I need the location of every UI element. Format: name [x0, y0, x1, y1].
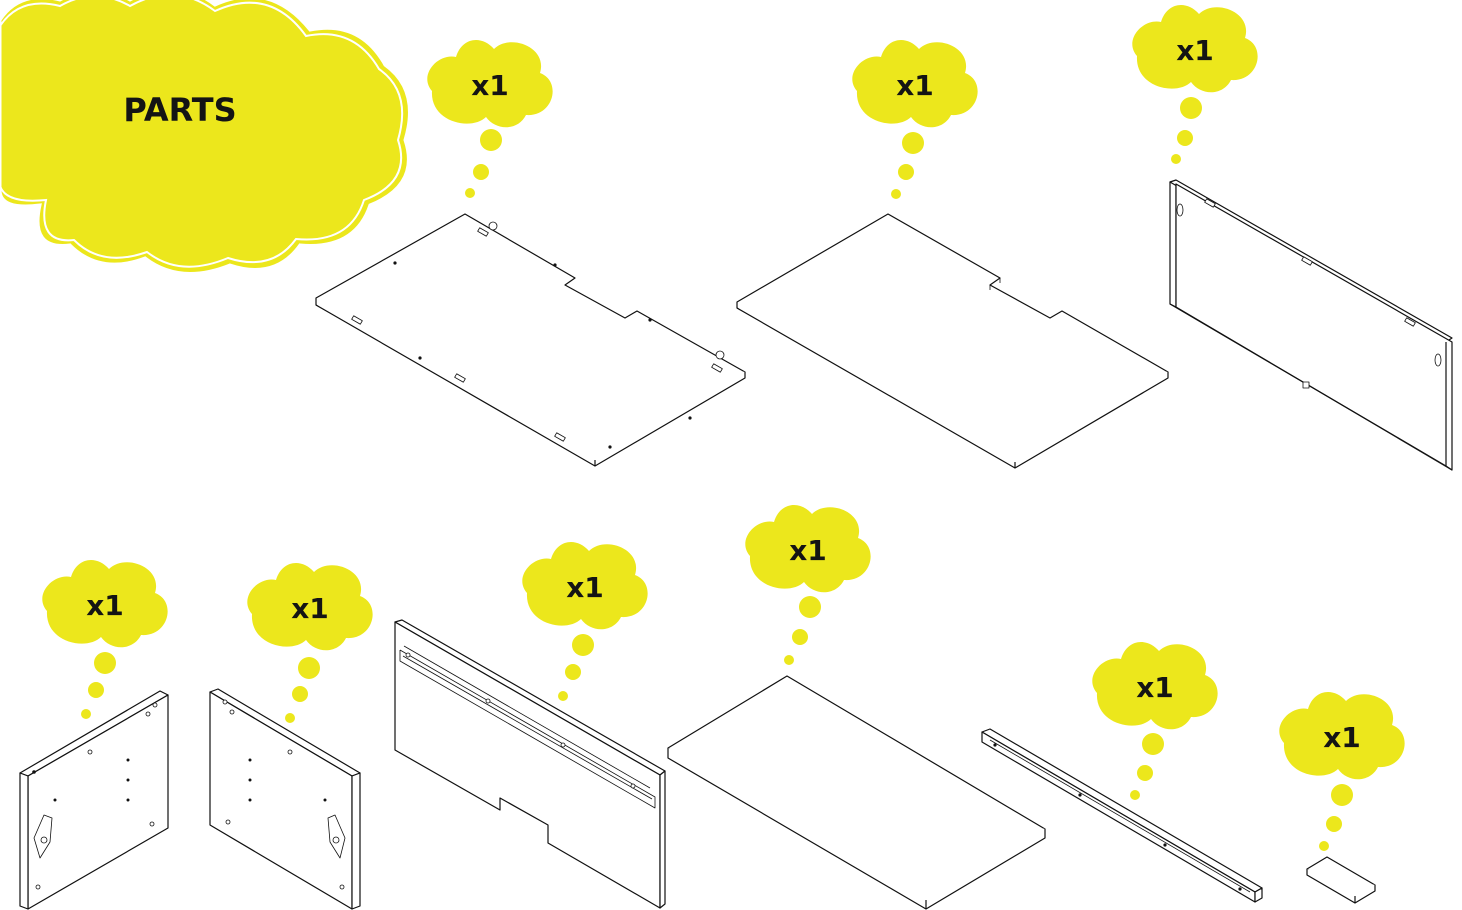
quantity-bubble-back-panel: x1	[1132, 4, 1258, 164]
thought-dot	[572, 634, 594, 656]
part-shelf-panel	[667, 675, 1046, 910]
part-front-rail-panel	[394, 619, 666, 909]
thought-dot	[1177, 130, 1193, 146]
thought-dot	[799, 596, 821, 618]
thought-dot	[473, 164, 489, 180]
thought-dot	[465, 188, 475, 198]
thought-dot	[898, 164, 914, 180]
quantity-label: x1	[86, 589, 124, 622]
quantity-bubble-top-panel-plain: x1	[852, 39, 978, 199]
thought-dot	[1142, 733, 1164, 755]
part-back-panel	[1169, 179, 1453, 471]
thought-dot	[792, 629, 808, 645]
thought-dot	[1137, 765, 1153, 781]
quantity-label: x1	[789, 534, 827, 567]
part-top-panel-drilled	[315, 213, 746, 467]
thought-cloud	[522, 541, 648, 630]
thought-dot	[784, 655, 794, 665]
quantity-label: x1	[1323, 721, 1361, 754]
thought-dot	[94, 652, 116, 674]
quantity-bubble-side-panel-left: x1	[42, 559, 168, 719]
parts-title-cloud: PARTS	[0, 0, 411, 275]
thought-cloud	[427, 39, 553, 128]
thought-cloud	[745, 504, 871, 593]
thought-dot	[1130, 790, 1140, 800]
quantity-bubble-rail-bar: x1	[1092, 641, 1218, 800]
thought-dot	[1171, 154, 1181, 164]
thought-dot	[891, 189, 901, 199]
thought-dot	[88, 682, 104, 698]
thought-dot	[1326, 816, 1342, 832]
parts-title: PARTS	[123, 91, 236, 129]
thought-cloud	[42, 559, 168, 648]
part-side-panel-left	[19, 690, 169, 910]
thought-dot	[1319, 841, 1329, 851]
thought-cloud	[852, 39, 978, 128]
quantity-label: x1	[896, 69, 934, 102]
thought-dot	[558, 691, 568, 701]
part-side-panel-right	[209, 688, 361, 910]
thought-dot	[480, 129, 502, 151]
thought-dot	[285, 713, 295, 723]
quantity-label: x1	[566, 571, 604, 604]
part-top-panel-plain	[736, 213, 1169, 469]
thought-dot	[1180, 97, 1202, 119]
quantity-bubble-small-block: x1	[1279, 691, 1405, 851]
thought-dot	[902, 132, 924, 154]
quantity-label: x1	[1176, 34, 1214, 67]
thought-dot	[81, 709, 91, 719]
thought-cloud	[1279, 691, 1405, 780]
thought-dot	[292, 686, 308, 702]
quantity-bubble-front-rail-panel: x1	[522, 541, 648, 701]
quantity-bubble-side-panel-right: x1	[247, 562, 373, 723]
thought-dot	[298, 657, 320, 679]
quantity-bubble-top-panel-drilled: x1	[427, 39, 553, 198]
thought-dot	[565, 664, 581, 680]
thought-cloud	[247, 562, 373, 651]
quantity-label: x1	[471, 69, 509, 102]
quantity-label: x1	[291, 592, 329, 625]
thought-dot	[1331, 784, 1353, 806]
thought-cloud	[1132, 4, 1258, 93]
part-small-block	[1306, 856, 1376, 904]
thought-cloud	[1092, 641, 1218, 730]
quantity-bubble-shelf-panel: x1	[745, 504, 871, 665]
part-rail-bar	[981, 728, 1263, 903]
quantity-label: x1	[1136, 671, 1174, 704]
